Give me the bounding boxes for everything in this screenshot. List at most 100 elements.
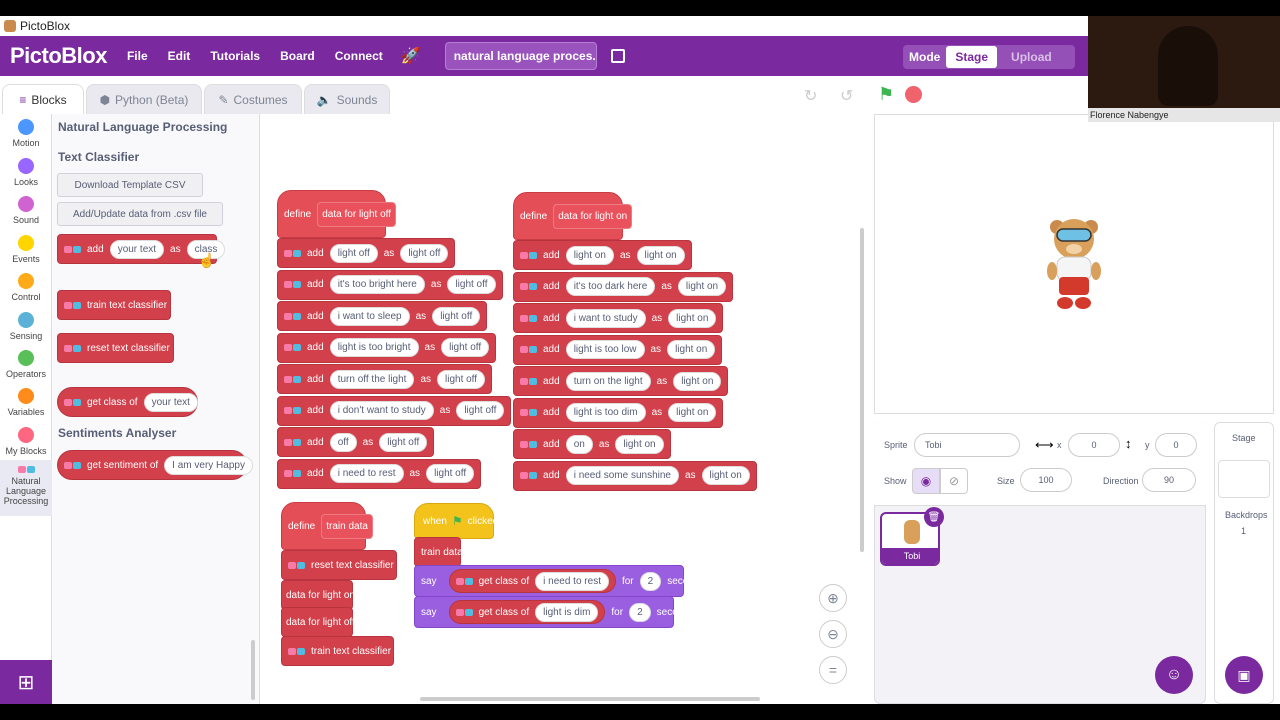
palette-train-block[interactable]: train text classifier [57, 290, 171, 320]
getclass-reporter-2[interactable]: get class of light is dim [448, 600, 606, 624]
extension-rocket-icon[interactable]: 🚀 [400, 48, 421, 65]
green-flag-icon[interactable]: ⚑ [878, 84, 895, 104]
palette-reset-block[interactable]: reset text classifier [57, 333, 174, 363]
add-class-input[interactable]: light on [677, 277, 727, 296]
y-input[interactable]: 0 [1155, 433, 1197, 457]
size-input[interactable]: 100 [1020, 468, 1072, 492]
getclass-reporter-1[interactable]: get class of i need to rest [448, 569, 616, 593]
add-class-input[interactable]: light on [673, 371, 722, 391]
seconds-input-1[interactable]: 2 [639, 571, 662, 591]
mode-upload-button[interactable]: Upload [1011, 50, 1052, 64]
x-input[interactable]: 0 [1068, 433, 1120, 457]
tab-costumes[interactable]: ✎Costumes [204, 84, 302, 114]
add-class-input[interactable]: light off [432, 306, 481, 326]
add-class-input[interactable]: light on [636, 245, 685, 265]
category-sensing[interactable]: Sensing [0, 312, 52, 341]
undo-icon[interactable]: ↺ [840, 88, 854, 105]
zoom-out-button[interactable]: ⊖ [819, 620, 847, 648]
show-hidden-button[interactable]: ⊘ [940, 468, 968, 494]
add-text-input[interactable]: light is too low [565, 340, 645, 359]
add-class-input[interactable]: light off [379, 432, 428, 452]
download-template-button[interactable]: Download Template CSV [57, 173, 203, 197]
tab-blocks[interactable]: ≡Blocks [2, 84, 84, 114]
getclass-input-2[interactable]: light is dim [535, 602, 599, 622]
category-nlp[interactable]: Natural Language Processing [0, 465, 52, 506]
add-class-input[interactable]: light off [437, 369, 486, 389]
add-text-input[interactable]: your text [109, 239, 165, 259]
getclass-text-input[interactable]: your text [143, 392, 198, 412]
add-text-input[interactable]: off [329, 432, 357, 452]
add-text-input[interactable]: i need some sunshine [565, 466, 679, 485]
category-variables[interactable]: Variables [0, 388, 52, 417]
say-block-2[interactable]: say get class of light is dim for 2 seco… [414, 596, 694, 628]
add-text-input[interactable]: on [565, 434, 593, 454]
add-text-input[interactable]: light off [329, 243, 378, 263]
mode-stage-button[interactable]: Stage [946, 46, 998, 68]
add-backdrop-button[interactable]: ▣ [1225, 656, 1263, 694]
stop-icon[interactable] [905, 86, 922, 103]
sentiment-text-input[interactable]: I am very Happy [164, 455, 253, 475]
category-motion[interactable]: Motion [0, 119, 52, 148]
update-data-button[interactable]: Add/Update data from .csv file [57, 202, 223, 226]
train-classifier-block[interactable]: train text classifier [281, 636, 394, 666]
tobi-sprite-image[interactable] [1043, 215, 1105, 311]
workspace-vscrollbar[interactable] [860, 228, 864, 552]
call-data-light-on-block[interactable]: data for light on [281, 580, 355, 610]
add-class-input[interactable]: light off [400, 243, 449, 263]
add-text-input[interactable]: it's too bright here [329, 275, 425, 294]
add-class-input[interactable]: light on [701, 466, 750, 485]
stage-canvas[interactable] [874, 114, 1274, 414]
direction-input[interactable]: 90 [1142, 468, 1196, 492]
menu-connect[interactable]: Connect [334, 49, 383, 63]
define-train-data-block[interactable]: define train data [281, 502, 373, 550]
menu-board[interactable]: Board [280, 49, 315, 63]
add-text-input[interactable]: i need to rest [329, 464, 404, 483]
add-class-input[interactable]: light off [447, 275, 496, 294]
when-flag-clicked-block[interactable]: when ⚑ clicked [414, 503, 498, 539]
add-text-input[interactable]: i want to study [565, 308, 646, 328]
add-class-input[interactable]: light on [668, 308, 717, 328]
add-class-input[interactable]: light off [441, 338, 490, 357]
category-control[interactable]: Control [0, 273, 52, 302]
menu-tutorials[interactable]: Tutorials [210, 49, 261, 63]
add-class-input[interactable]: light on [667, 340, 716, 359]
category-events[interactable]: Events [0, 235, 52, 264]
add-text-input[interactable]: turn on the light [565, 371, 651, 391]
sprite-name-input[interactable]: Tobi [914, 433, 1020, 457]
add-text-input[interactable]: i don't want to study [329, 401, 434, 420]
category-looks[interactable]: Looks [0, 158, 52, 187]
palette-getclass-block[interactable]: get class of your text [57, 387, 198, 417]
redo-icon[interactable]: ↻ [804, 88, 818, 105]
palette-sentiment-block[interactable]: get sentiment of I am very Happy [57, 450, 253, 480]
getclass-input-1[interactable]: i need to rest [535, 571, 609, 591]
palette-add-block[interactable]: add your text as class [57, 234, 226, 264]
tab-python[interactable]: ⬢Python (Beta) [86, 84, 202, 114]
menu-edit[interactable]: Edit [167, 49, 191, 63]
add-text-input[interactable]: it's too dark here [565, 277, 656, 296]
stage-thumbnail[interactable] [1218, 460, 1270, 498]
add-class-input[interactable]: light on [668, 403, 717, 422]
add-text-input[interactable]: light on [565, 245, 614, 265]
add-extension-button[interactable]: ⊞ [0, 660, 52, 704]
add-class-input[interactable]: light off [426, 464, 475, 483]
call-train-data-block[interactable]: train data [414, 537, 463, 567]
add-text-input[interactable]: light is too bright [329, 338, 419, 357]
save-icon[interactable] [610, 49, 625, 63]
zoom-reset-button[interactable]: = [819, 656, 847, 684]
project-name-input[interactable]: natural language proces... [444, 42, 597, 70]
category-my-blocks[interactable]: My Blocks [0, 427, 52, 456]
define-light-on-block[interactable]: define data for light on [513, 192, 633, 240]
